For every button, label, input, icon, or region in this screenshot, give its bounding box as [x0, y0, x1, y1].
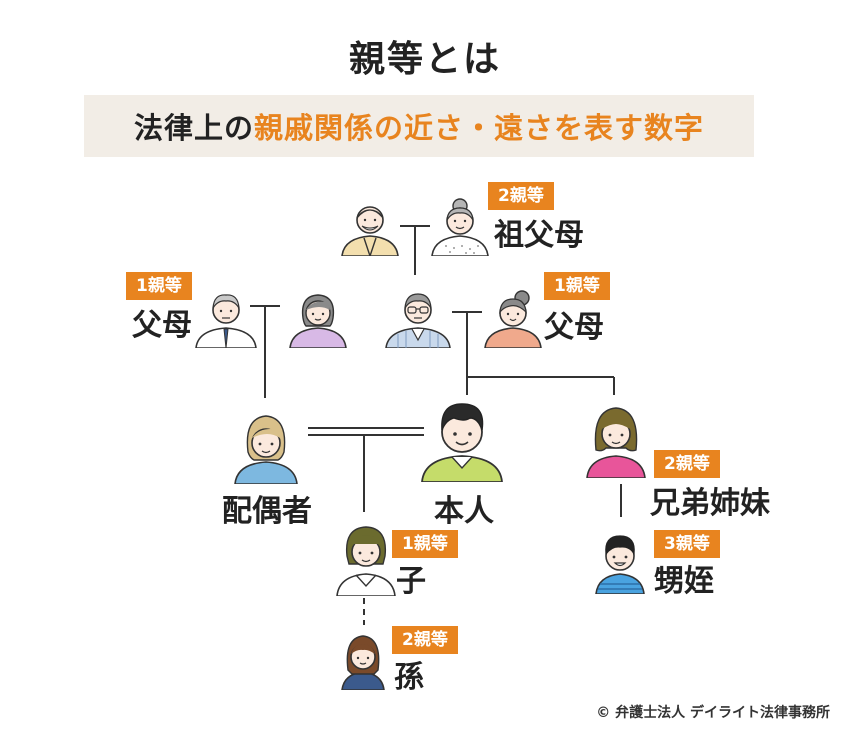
nephew-niece-icon: [595, 535, 645, 594]
siblings-label: 兄弟姉妹: [650, 486, 770, 521]
page-title: 親等とは: [348, 39, 501, 80]
spouse-mother-icon: [289, 294, 347, 348]
spouse-parents-degree-badge: 1親等: [126, 272, 192, 300]
grandmother-icon: [431, 198, 489, 256]
grandparents-degree-badge: 2親等: [488, 182, 554, 210]
copyright-text: © 弁護士法人 デイライト法律事務所: [596, 705, 830, 721]
subtitle-prefix: 法律上の: [133, 111, 254, 145]
self-mother-icon: [484, 290, 542, 348]
grandfather-icon: [341, 206, 399, 256]
grandchild-degree-badge: 2親等: [392, 626, 458, 654]
grandparents-label: 祖父母: [494, 218, 584, 253]
self-parents-degree-badge: 1親等: [544, 272, 610, 300]
subtitle-banner: 法律上の親戚関係の近さ・遠さを表す数字: [84, 95, 754, 157]
nephew-niece-label: 甥姪: [654, 564, 714, 599]
self-label: 本人: [434, 494, 494, 529]
grandchild-label: 孫: [394, 660, 424, 695]
siblings-degree-badge: 2親等: [654, 450, 720, 478]
child-icon: [336, 526, 396, 596]
sibling-icon: [586, 407, 646, 478]
subtitle-highlight: 親戚関係の近さ・遠さを表す数字: [254, 111, 705, 145]
self-father-icon: [385, 293, 451, 348]
child-label: 子: [396, 564, 426, 599]
spouse-parents-label: 父母: [132, 308, 192, 343]
nephew-niece-degree-badge: 3親等: [654, 530, 720, 558]
child-degree-badge: 1親等: [392, 530, 458, 558]
spouse-label: 配偶者: [222, 494, 312, 529]
grandchild-icon: [341, 635, 385, 690]
spouse-father-icon: [195, 294, 257, 348]
self-parents-label: 父母: [544, 310, 604, 345]
self-icon: [421, 403, 503, 482]
spouse-icon: [234, 415, 298, 484]
